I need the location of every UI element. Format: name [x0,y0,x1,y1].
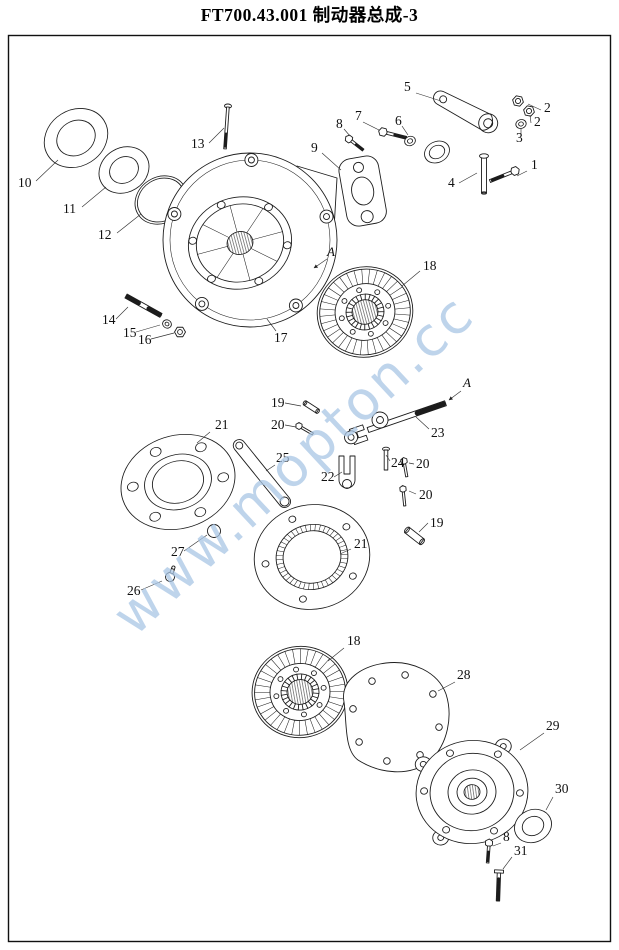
part-label-19: 19 [271,395,285,410]
part-20-bolt [295,422,314,436]
section-label-a: A [462,375,471,390]
part-16-nut [174,326,186,338]
section-label-a: A [326,244,335,259]
part-label-7: 7 [355,108,362,123]
part-label-24: 24 [391,455,405,470]
part-label-6: 6 [395,113,402,128]
part-2-nut [523,105,535,117]
section-a-arrow [313,258,328,269]
part-24-pin [382,446,390,471]
part-8-bolt [344,134,365,152]
part-27-ball [207,524,221,538]
part-2-nut [512,95,524,107]
part-label-8: 8 [503,829,510,844]
part-20-bolt [400,457,409,478]
part-label-13: 13 [191,136,205,151]
part-label-2: 2 [534,114,541,129]
part-label-10: 10 [18,175,32,190]
part-29-cover [414,738,530,846]
part-21-flange [120,434,236,530]
part-label-21: 21 [354,536,368,551]
part-18-clutch-disc [244,638,356,746]
part-label-19: 19 [430,515,444,530]
part-23-rod [344,400,447,446]
part-31-bolt [493,869,504,902]
part-26-grease-fitting [165,565,176,582]
part-8-bolt [484,838,494,864]
part-label-8: 8 [336,116,343,131]
part-label-20: 20 [416,456,430,471]
part-28-gasket [343,662,450,773]
part-15-washer [162,319,172,329]
part-20-bolt [399,485,407,507]
part-3-washer [515,119,527,129]
part-label-11: 11 [63,201,76,216]
part-label-30: 30 [555,781,569,796]
part-label-3: 3 [516,130,523,145]
part-label-18: 18 [347,633,361,648]
part-label-4: 4 [448,175,455,190]
part-label-2: 2 [544,100,551,115]
part-9-bracket [338,155,387,227]
part-6-washer [404,135,416,147]
part-22-fork [338,455,356,489]
part-label-29: 29 [546,718,560,733]
part-30-seal [514,808,552,844]
part-14-stud [124,293,163,318]
part-label-12: 12 [98,227,112,242]
part-label-27: 27 [171,544,185,559]
part-label-28: 28 [457,667,471,682]
part-7-bolt [378,127,408,140]
part-label-18: 18 [423,258,437,273]
part-label-23: 23 [431,425,445,440]
part-label-14: 14 [102,312,116,327]
part-19-pin [302,400,320,414]
part-label-25: 25 [276,450,290,465]
part-11-ring [98,146,150,194]
part-label-1: 1 [531,157,538,172]
part-label-17: 17 [274,330,288,345]
part-label-20: 20 [271,417,285,432]
part-13-bolt [223,103,232,150]
part-label-22: 22 [321,469,335,484]
part-10-ring [43,108,109,168]
part-label-16: 16 [138,332,152,347]
part-label-26: 26 [127,583,141,598]
part-label-20: 20 [419,487,433,502]
part-19-pin [403,526,426,546]
section-a-arrow [448,390,462,401]
part-label-9: 9 [311,140,318,155]
part-label-31: 31 [514,843,528,858]
part-label-5: 5 [404,79,411,94]
page-title: FT700.43.001 制动器总成-3 [200,5,419,25]
diagram-border [7,34,612,943]
part-25-lever [232,439,292,508]
bearing-ring [424,140,450,164]
part-5-lever [433,90,499,134]
part-1-bolt [488,166,520,183]
part-label-21: 21 [215,417,229,432]
part-21-backing-plate [253,504,371,610]
part-4-pin [479,153,489,195]
leader-lines [35,92,554,870]
part-17-housing [162,152,338,328]
part-label-15: 15 [123,325,137,340]
